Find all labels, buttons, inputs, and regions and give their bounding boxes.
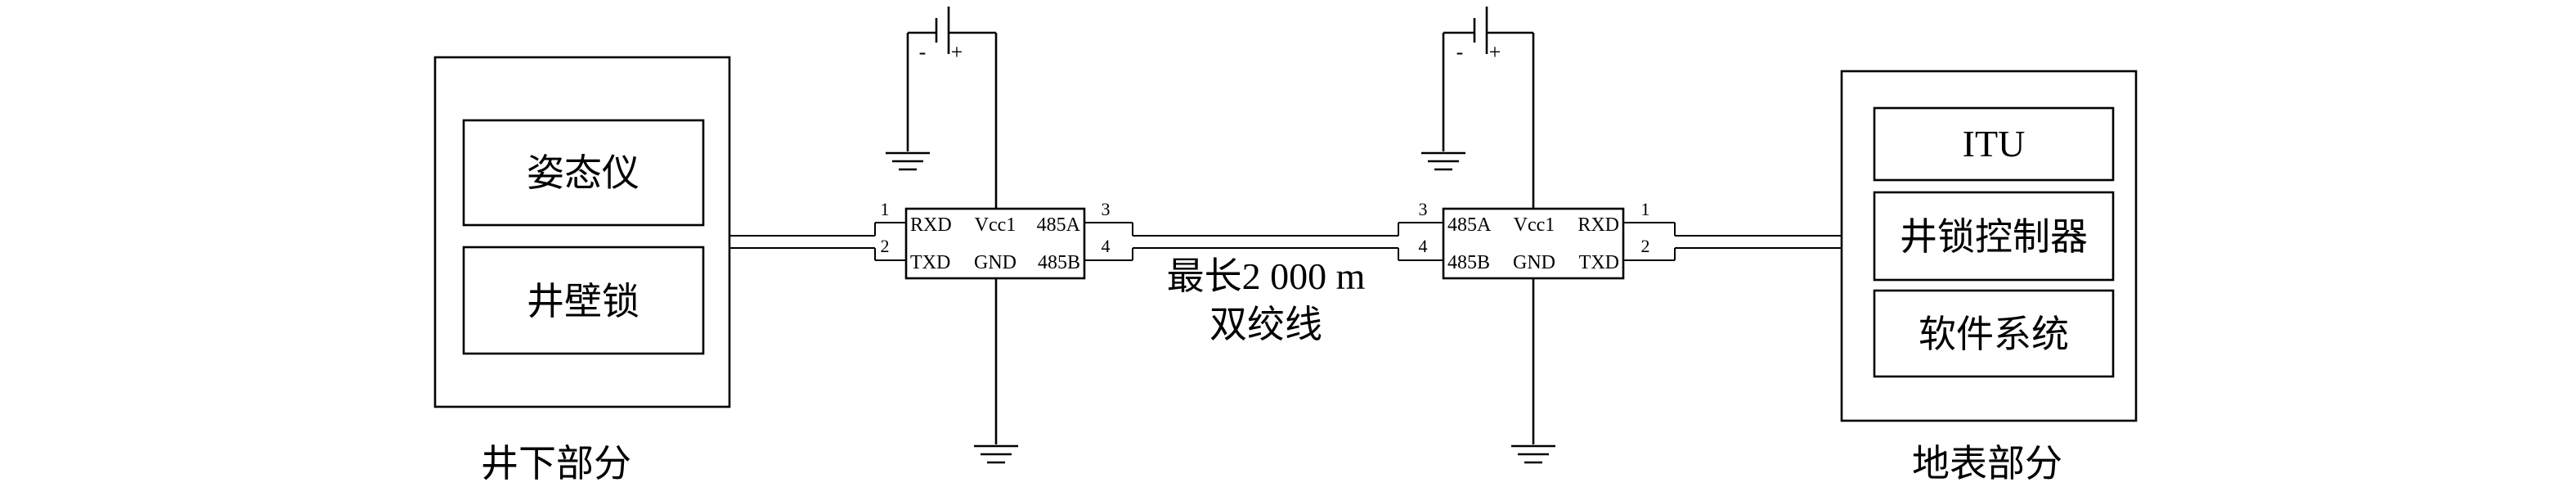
surface-caption: 地表部分 xyxy=(1912,443,2062,485)
converter-right-vcc1: Vcc1 xyxy=(1514,214,1555,236)
converter-right-rxd: RXD xyxy=(1577,214,1619,236)
converter-right-pin-1: 1 xyxy=(1641,199,1650,219)
converter-left-vcc1: Vcc1 xyxy=(975,214,1016,236)
converter-right-pin-2: 2 xyxy=(1641,236,1650,256)
battery-left-minus: - xyxy=(919,40,927,64)
underground-outer-box xyxy=(433,56,731,408)
ground-symbol-left-bottom xyxy=(974,444,1018,464)
itu-label: ITU xyxy=(1963,123,2026,165)
surface-outer-box xyxy=(1840,70,2138,422)
ground-symbol-left-top xyxy=(886,151,930,171)
cable-length-label: 最长2 000 m xyxy=(1167,255,1366,297)
converter-left-txd: TXD xyxy=(910,252,950,273)
converter-right-485a: 485A xyxy=(1447,214,1492,236)
converter-left-pin-1: 1 xyxy=(881,199,890,219)
converter-left-485a: 485A xyxy=(1037,214,1081,236)
attitude-instrument-box xyxy=(462,119,705,227)
converter-right-485b: 485B xyxy=(1447,252,1490,273)
ground-symbol-right-bottom xyxy=(1511,444,1555,464)
underground-wires xyxy=(729,222,906,261)
converter-right-txd: TXD xyxy=(1579,252,1619,273)
surface-wires xyxy=(1623,222,1842,261)
converter-left-pin-4: 4 xyxy=(1102,236,1111,256)
battery-right-plus: + xyxy=(1489,40,1501,64)
underground-system: 姿态仪 井壁锁 井下部分 xyxy=(433,56,731,485)
converter-left-pin-3: 3 xyxy=(1102,199,1111,219)
battery-right-minus: - xyxy=(1456,40,1464,64)
converter-right: - + 485A Vcc1 RXD 485B GND TXD 3 4 1 2 xyxy=(1419,7,1650,464)
converter-right-pin-4: 4 xyxy=(1419,236,1428,256)
converter-right-pin-3: 3 xyxy=(1419,199,1428,219)
software-system-label: 软件系统 xyxy=(1919,313,2069,355)
ground-symbol-right-top xyxy=(1421,151,1465,171)
shaft-lock-label: 井壁锁 xyxy=(527,281,640,322)
shaft-lock-box xyxy=(462,246,705,355)
cable-type-label: 双绞线 xyxy=(1209,304,1322,345)
converter-left-485b: 485B xyxy=(1038,252,1080,273)
converter-left-pin-2: 2 xyxy=(881,236,890,256)
twisted-pair-cable: 最长2 000 m 双绞线 xyxy=(1084,222,1443,345)
lock-controller-box xyxy=(1873,191,2115,282)
underground-caption: 井下部分 xyxy=(481,443,631,485)
converter-right-gnd: GND xyxy=(1513,252,1555,273)
converter-left-rxd: RXD xyxy=(910,214,952,236)
itu-box xyxy=(1873,106,2115,182)
surface-system: ITU 井锁控制器 软件系统 地表部分 xyxy=(1840,70,2138,485)
attitude-instrument-label: 姿态仪 xyxy=(527,152,640,194)
converter-left: - + RXD Vcc1 485A TXD GND 485B 1 2 3 4 xyxy=(881,7,1111,464)
converter-left-gnd: GND xyxy=(974,252,1016,273)
software-system-box xyxy=(1873,289,2115,378)
battery-left-plus: + xyxy=(951,40,963,64)
lock-controller-label: 井锁控制器 xyxy=(1900,216,2088,258)
